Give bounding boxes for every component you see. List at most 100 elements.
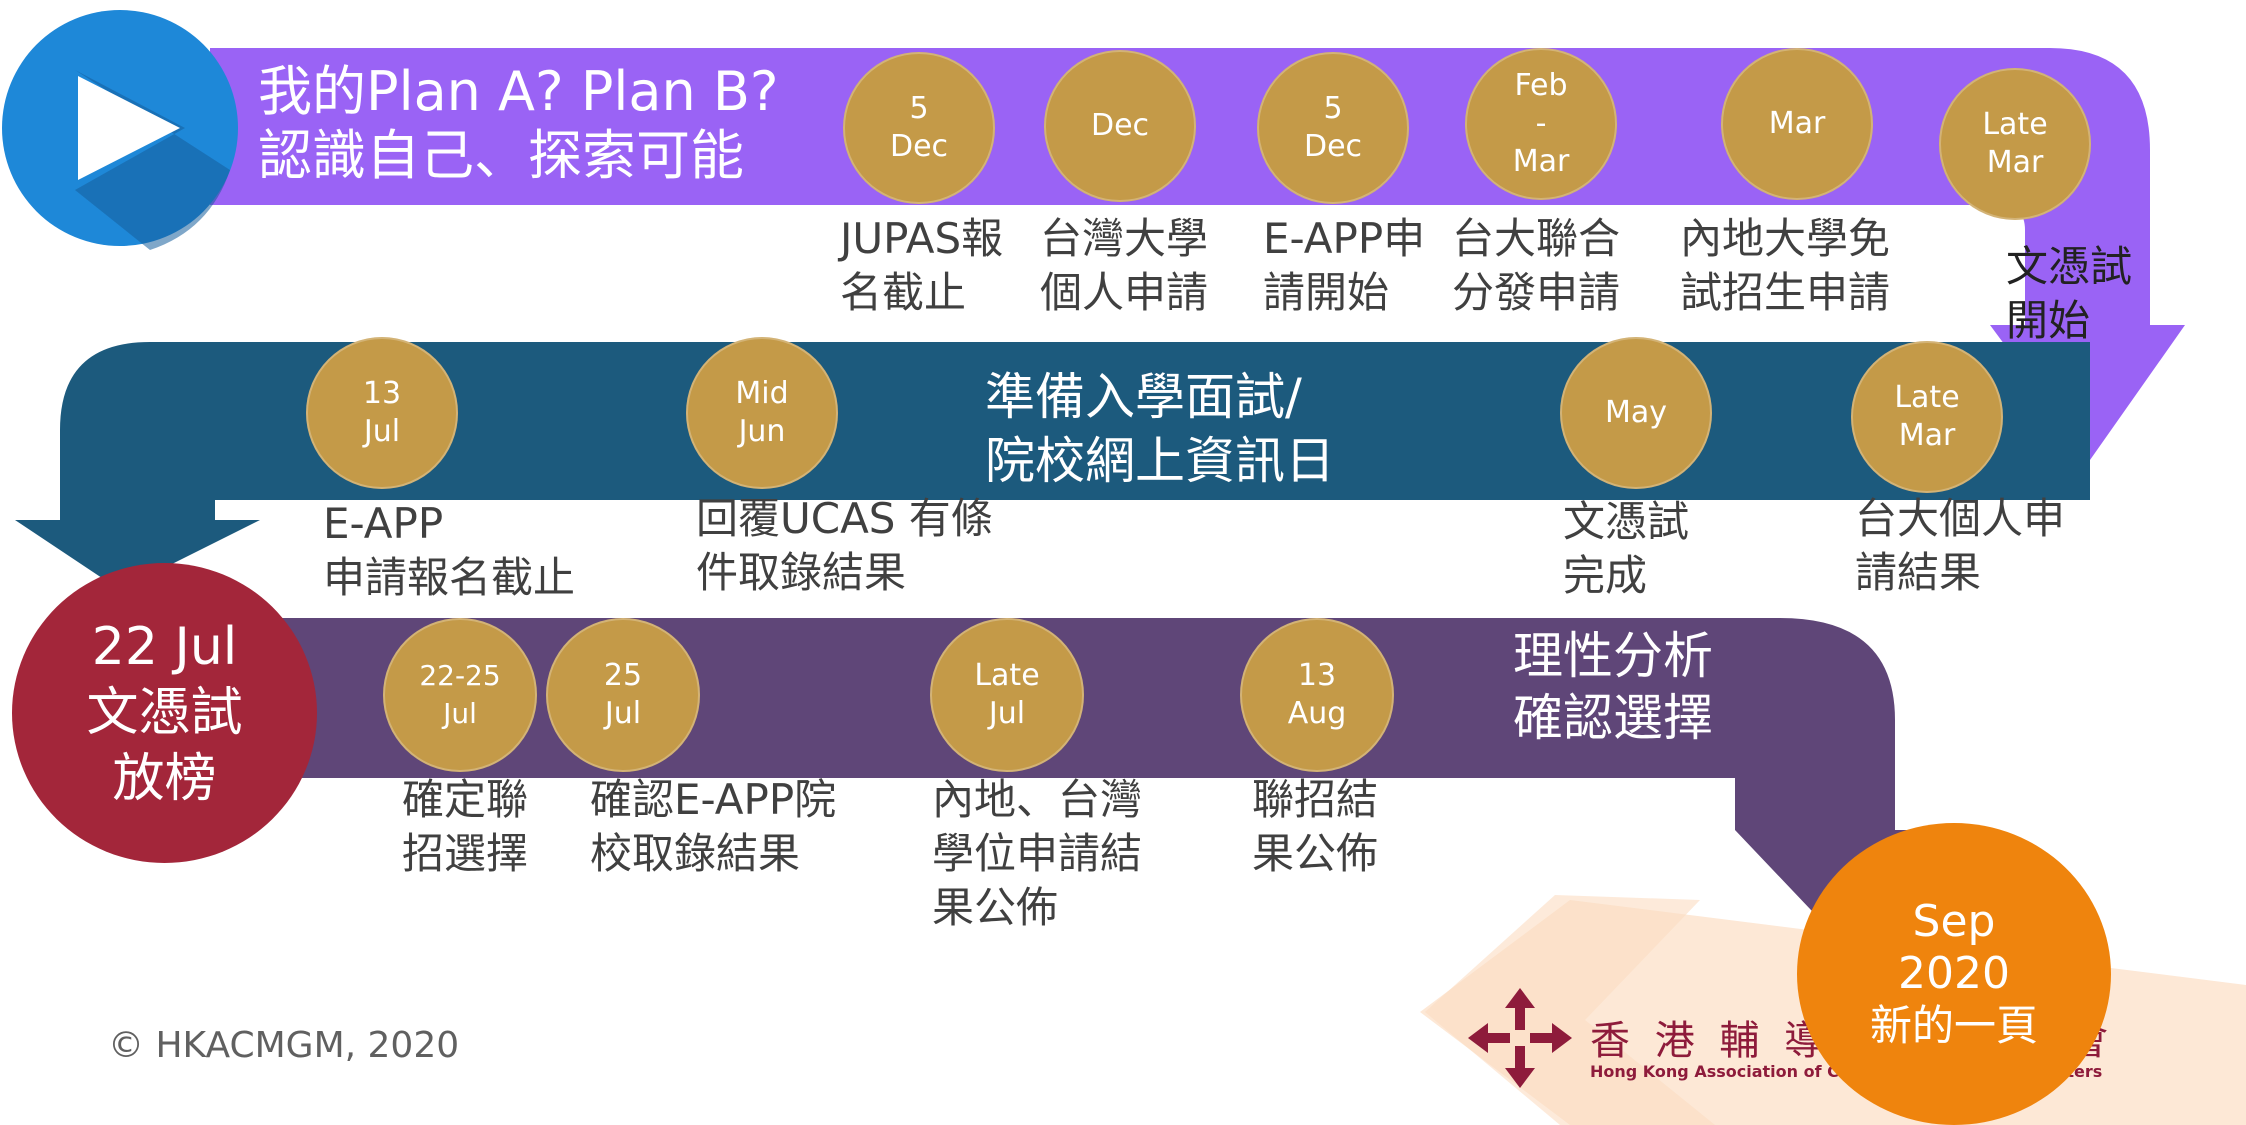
bubble-text: Late (1982, 107, 2048, 142)
logo-chinese-name: 香 港 輔 導 (1590, 1018, 1831, 1064)
band2-line1: 準備入學面試/ (985, 368, 1302, 426)
bubble-text: Late (974, 658, 1040, 693)
bubble-text: Mar (1986, 145, 2044, 180)
event-jupas-deadline: JUPAS報 名截止 (840, 212, 1003, 320)
event-text: 分發申請 (1452, 268, 1621, 317)
header-title: 我的Plan A? Plan B? 認識自己、探索可能 (258, 60, 779, 188)
event-dse-end: 文憑試 完成 (1563, 495, 1689, 603)
event-jupas-result: 聯招結 果公佈 (1252, 773, 1378, 881)
event-text: 聯招結 (1252, 775, 1379, 824)
event-text: 校取錄結果 (590, 829, 801, 878)
header-title-line2: 認識自己、探索可能 (258, 124, 744, 187)
logo-english-name: Hong Kong Association of Care (1590, 1062, 1869, 1081)
event-taiwan-personal: 台灣大學 個人申請 (1040, 212, 1208, 320)
event-text: 果公佈 (1252, 829, 1379, 878)
bubble-text: Jul (443, 697, 477, 730)
band2-title: 準備入學面試/ 院校網上資訊日 (985, 365, 1335, 493)
event-text: E-APP申 (1263, 214, 1426, 263)
event-text: 完成 (1563, 551, 1648, 600)
final-month: Sep (1912, 896, 1996, 947)
event-text: 內地大學免 (1680, 214, 1891, 263)
date-bubble-jupas-deadline: 5 Dec (843, 52, 995, 204)
play-icon (78, 76, 180, 180)
new-chapter-circle: Sep 2020 新的一頁 (1797, 823, 2111, 1125)
date-bubble-eapp-start: 5 Dec (1257, 52, 1409, 204)
bubble-text: Feb (1514, 68, 1568, 103)
event-text: 招選擇 (402, 829, 529, 878)
bubble-text: 22-25 (419, 659, 501, 692)
event-text: 台大個人申 (1855, 494, 2066, 543)
band1-path (210, 48, 2185, 460)
date-bubble-taiwan-personal: Dec (1044, 50, 1196, 202)
date-bubble-mainland-result: Late Jul (930, 618, 1084, 772)
bubble-text: 5 (909, 91, 929, 126)
event-text: 名截止 (840, 268, 967, 317)
bubble-text: Jul (988, 696, 1026, 731)
band3-title: 理性分析 確認選擇 (1513, 625, 1713, 749)
event-mainland-result: 內地、台灣 學位申請結 果公佈 (932, 773, 1142, 935)
event-text: 件取錄結果 (696, 548, 907, 597)
event-text: 開始 (2006, 296, 2091, 345)
event-taiwan-joint: 台大聯合 分發申請 (1452, 212, 1620, 320)
event-text: E-APP (323, 499, 444, 548)
final-label: 新的一頁 (1869, 1001, 2038, 1050)
bubble-text: May (1604, 395, 1668, 430)
event-text: 回覆UCAS 有條 (696, 494, 993, 543)
final-year: 2020 (1898, 948, 2010, 999)
event-text: 個人申請 (1040, 268, 1209, 317)
event-taiwan-result: 台大個人申 請結果 (1855, 492, 2065, 600)
event-dse-start: 文憑試 開始 (2006, 240, 2132, 348)
band3-line2: 確認選擇 (1513, 689, 1713, 747)
results-date: 22 Jul (91, 617, 238, 677)
date-bubble-ucas: Mid Jun (686, 337, 838, 489)
bubble-text: Late (1894, 380, 1960, 415)
results-day-circle: 22 Jul 文憑試 放榜 (12, 563, 317, 863)
date-bubble-eapp-result: 25 Jul (546, 618, 700, 772)
event-text: 台大聯合 (1452, 214, 1621, 263)
date-bubble-jupas-choice: 22-25 Jul (383, 618, 537, 772)
event-text: 確認E-APP院 (590, 775, 837, 824)
date-bubble-mainland: Mar (1721, 48, 1873, 200)
bubble-text: Jul (604, 696, 642, 731)
bubble-text: Aug (1287, 696, 1347, 731)
copyright-text: © HKACMGM, 2020 (108, 1025, 460, 1066)
bubble-text: 13 (362, 376, 402, 411)
bubble-text: Dec (1090, 108, 1150, 143)
bubble-text: Mar (1898, 418, 1956, 453)
bubble-text: - (1535, 106, 1547, 141)
event-text: 文憑試 (1563, 497, 1690, 546)
event-text: 果公佈 (932, 883, 1059, 932)
event-text: 申請報名截止 (323, 553, 576, 602)
event-text: 請開始 (1263, 268, 1390, 317)
band2-line2: 院校網上資訊日 (985, 432, 1335, 490)
bubble-text: Dec (1303, 129, 1363, 164)
bubble-text: 13 (1297, 658, 1337, 693)
bubble-text: Mar (1768, 106, 1826, 141)
event-eapp-start: E-APP申 請開始 (1263, 212, 1425, 320)
event-eapp-result: 確認E-APP院 校取錄結果 (590, 773, 836, 881)
date-bubble-eapp-deadline: 13 Jul (306, 337, 458, 489)
event-text: 文憑試 (2006, 242, 2133, 291)
date-bubble-taiwan-result: Late Mar (1851, 341, 2003, 493)
band3-line1: 理性分析 (1513, 627, 1713, 685)
bubble-text: Jun (738, 414, 786, 449)
bubble-text: Mar (1512, 144, 1570, 179)
event-mainland: 內地大學免 試招生申請 (1680, 212, 1890, 320)
bubble-text: Jul (363, 414, 401, 449)
results-label: 文憑試 (86, 683, 243, 743)
bubble-text: 5 (1323, 91, 1343, 126)
event-jupas-choice: 確定聯 招選擇 (402, 773, 528, 881)
event-text: 請結果 (1855, 548, 1982, 597)
event-text: 台灣大學 (1040, 214, 1209, 263)
event-eapp-deadline: E-APP 申請報名截止 (323, 497, 575, 605)
header-title-line1: 我的Plan A? Plan B? (258, 60, 779, 123)
event-text: 學位申請結 (932, 829, 1143, 878)
event-text: JUPAS報 (840, 214, 1004, 263)
bubble-text: Dec (889, 129, 949, 164)
date-bubble-dse-end: May (1560, 337, 1712, 489)
event-text: 內地、台灣 (932, 775, 1143, 824)
bubble-text: Mid (735, 376, 789, 411)
date-bubble-taiwan-joint: Feb - Mar (1465, 48, 1617, 200)
bubble-text: 25 (603, 658, 643, 693)
logo-mark-icon (1468, 988, 1572, 1088)
